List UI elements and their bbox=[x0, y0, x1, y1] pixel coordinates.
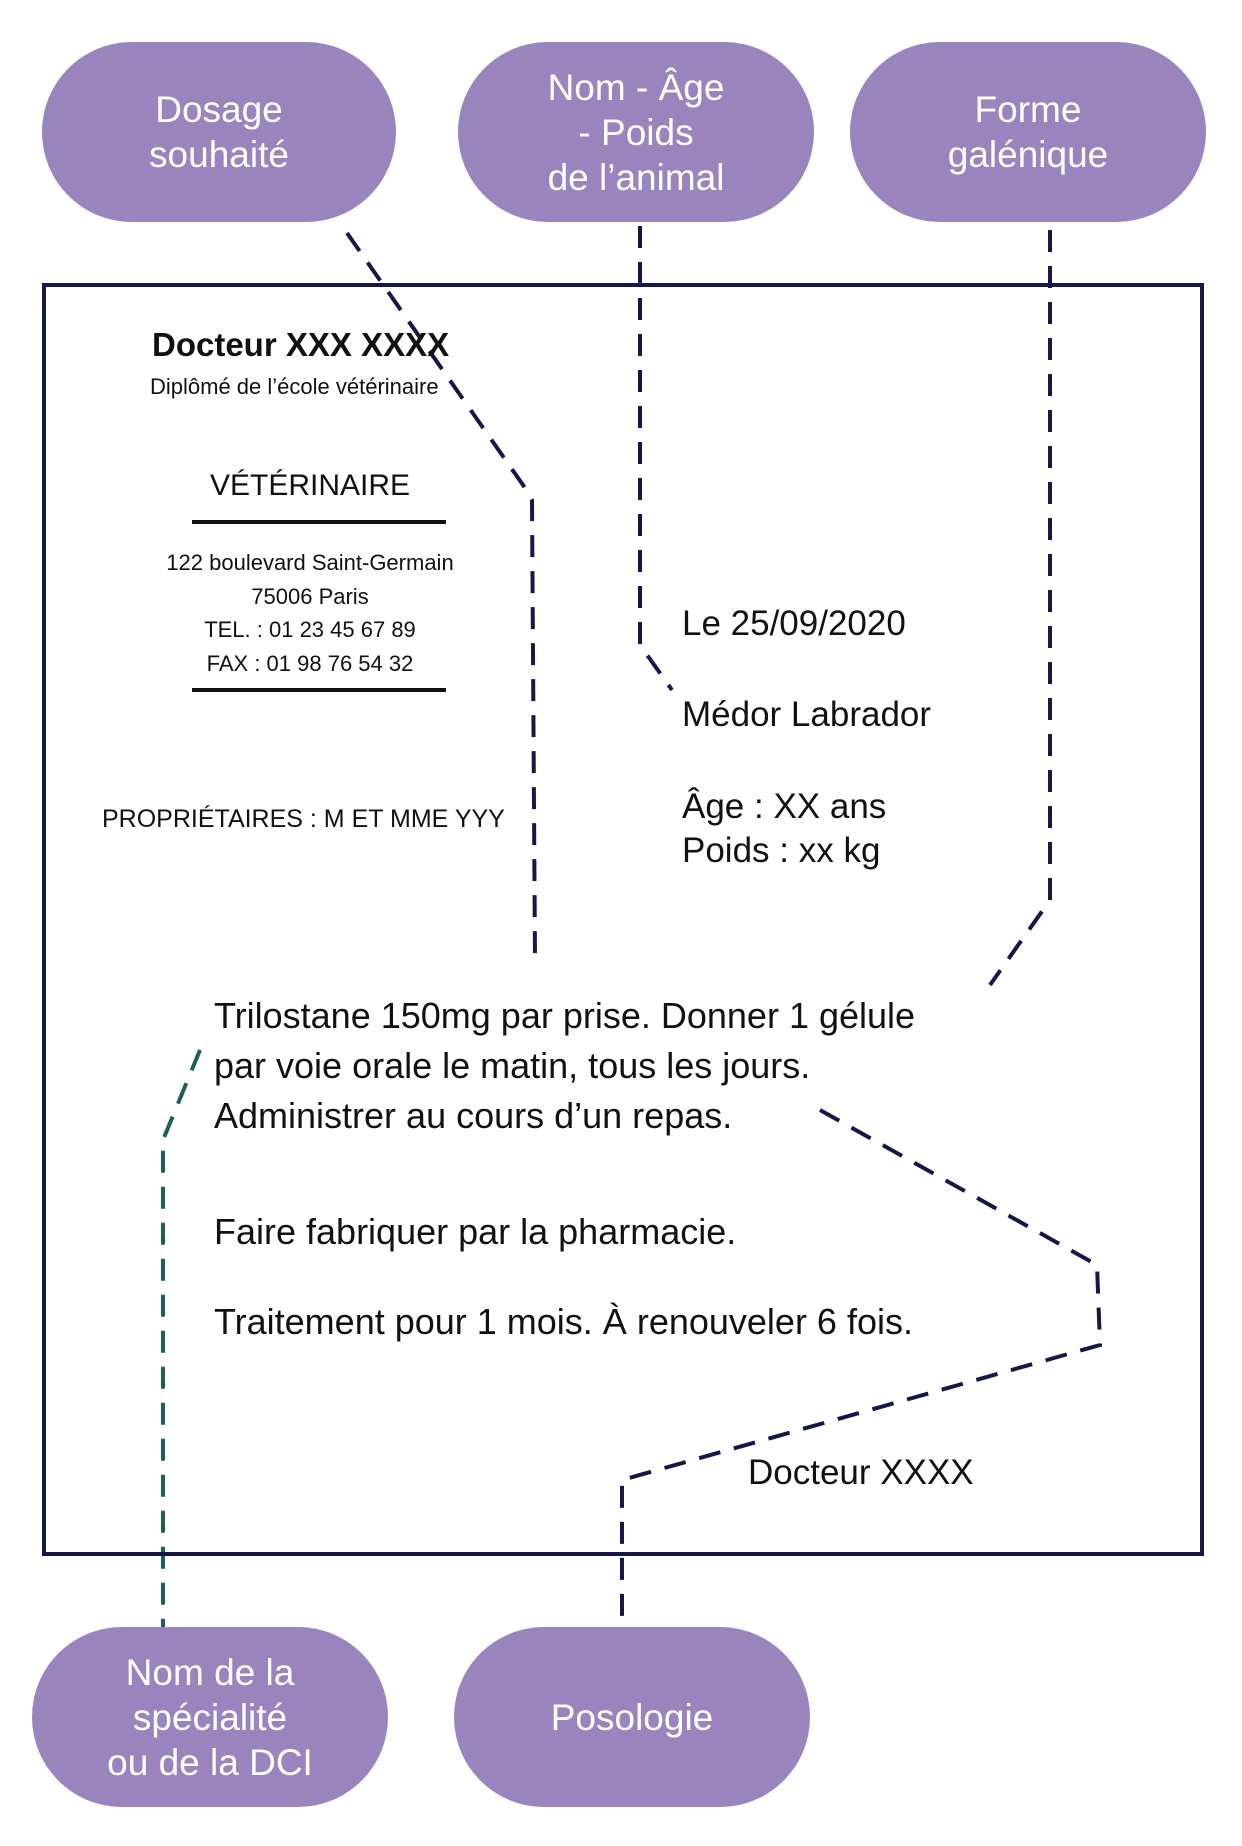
galenic-form-bubble: Forme galénique bbox=[850, 42, 1206, 222]
treatment-duration: Traitement pour 1 mois. À renouveler 6 f… bbox=[214, 1301, 913, 1342]
animal-name-breed: Médor Labrador bbox=[682, 695, 932, 734]
divider-top bbox=[192, 520, 446, 524]
phone-number: TEL. : 01 23 45 67 89 bbox=[204, 617, 416, 642]
animal-age: Âge : XX ans bbox=[682, 787, 887, 826]
name-age-weight-bubble: Nom - Âge - Poids de l’animal bbox=[458, 42, 814, 222]
dosage-regimen-bubble: Posologie bbox=[454, 1627, 810, 1807]
rx-line: Trilostane 150mg par prise. Donner 1 gél… bbox=[214, 995, 916, 1036]
connector-dosage bbox=[345, 231, 537, 961]
dosage-bubble: Dosage souhaité bbox=[42, 42, 396, 222]
address-city: 75006 Paris bbox=[251, 584, 369, 609]
prescription-instructions: Trilostane 150mg par prise. Donner 1 gél… bbox=[214, 991, 915, 1141]
connector-posologie bbox=[620, 1108, 1103, 1630]
doctor-diploma: Diplômé de l’école vétérinaire bbox=[150, 374, 439, 399]
doctor-name: Docteur XXX XXXX bbox=[152, 326, 450, 363]
divider-bottom bbox=[192, 688, 446, 692]
doctor-signature: Docteur XXXX bbox=[748, 1453, 974, 1492]
specialty-name-bubble: Nom de la spécialité ou de la DCI bbox=[32, 1627, 388, 1807]
prescription-date: Le 25/09/2020 bbox=[682, 604, 906, 643]
address-street: 122 boulevard Saint-Germain bbox=[166, 550, 454, 575]
rx-line: par voie orale le matin, tous les jours. bbox=[214, 1045, 811, 1086]
connector-forme bbox=[988, 230, 1052, 987]
prescription-frame bbox=[42, 283, 1204, 1556]
veterinarian-title: VÉTÉRINAIRE bbox=[209, 469, 411, 502]
owners-line: PROPRIÉTAIRES : M ET MME YYY bbox=[102, 805, 505, 833]
rx-line: Administrer au cours d’un repas. bbox=[214, 1095, 733, 1136]
fax-number: FAX : 01 98 76 54 32 bbox=[206, 651, 414, 676]
animal-weight: Poids : xx kg bbox=[682, 831, 881, 870]
manufacture-instruction: Faire fabriquer par la pharmacie. bbox=[214, 1211, 737, 1252]
